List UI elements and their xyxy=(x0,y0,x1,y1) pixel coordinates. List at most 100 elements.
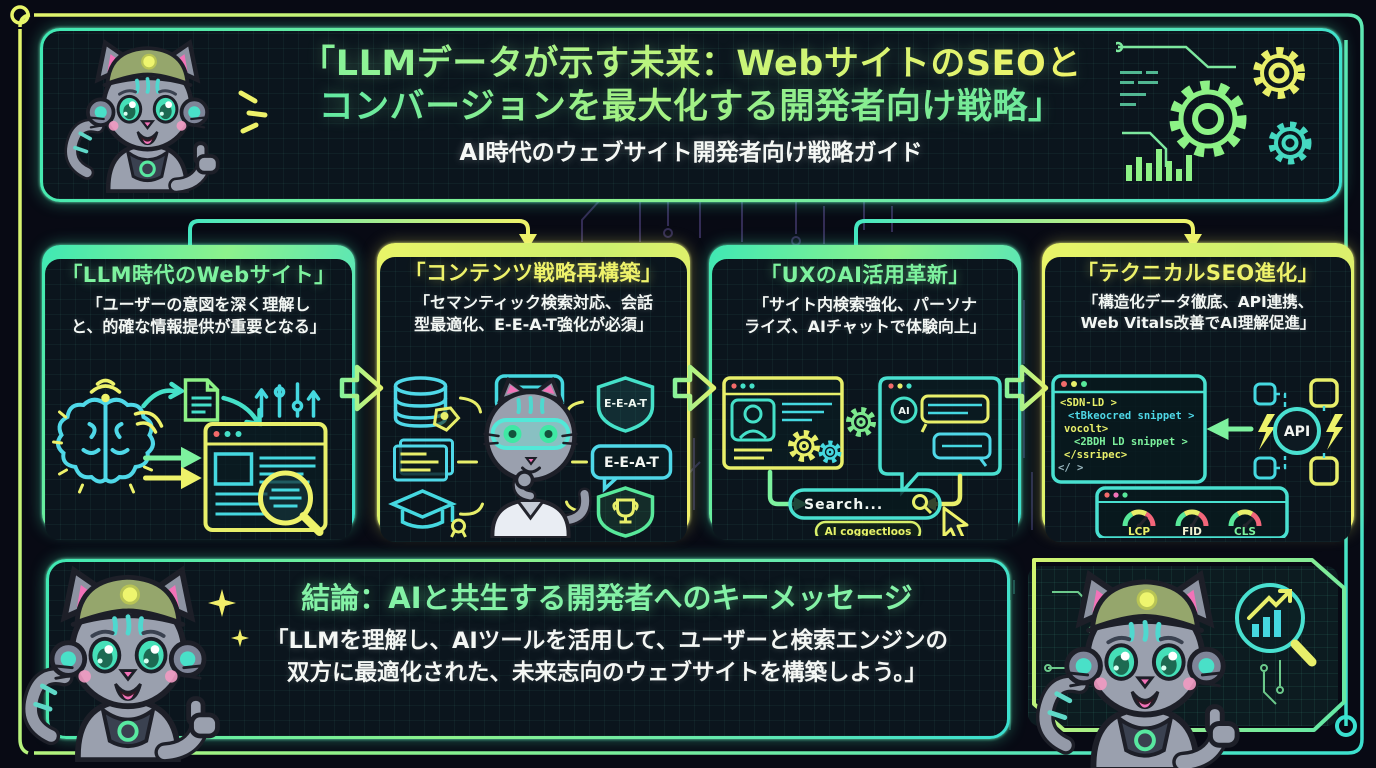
connector-box3-box4 xyxy=(854,219,1195,245)
box1-title: 「LLM時代のWebサイト」 xyxy=(61,263,336,287)
box2-title: 「コンテンツ戦略再構築」 xyxy=(404,261,663,285)
ai-chat-window-icon: AI xyxy=(878,376,1002,497)
gear-icon xyxy=(1253,47,1305,99)
eeat-bubble-label: E-E-A-T xyxy=(604,455,659,471)
box4-body-line1: 「構造化データ徹底、API連携、 xyxy=(1082,293,1314,311)
box3-title: 「UXのAI活用革新」 xyxy=(760,263,970,287)
wifi-signal-icon xyxy=(133,410,164,434)
api-label: API xyxy=(1284,424,1310,440)
main-title-line1: 「LLMデータが示す未来：WebサイトのSEOと xyxy=(261,43,1121,86)
conclusion-title: 結論：AIと共生する開発者へのキーメッセージ xyxy=(301,581,913,615)
flow-box-technical-seo: 「テクニカルSEO進化」 「構造化データ徹底、API連携、 Web Vitals… xyxy=(1042,243,1354,542)
cursor-icon xyxy=(942,506,969,536)
gear-icon xyxy=(788,430,820,462)
code-dashes xyxy=(1120,71,1158,106)
svg-text:FID: FID xyxy=(1182,526,1202,538)
api-hub-icon: API xyxy=(1253,378,1343,486)
code-line: vocolt> xyxy=(1064,423,1108,435)
search-placeholder: Search... xyxy=(804,497,883,513)
code-window: <SDN-LD > <tBkeocred snippet > vocolt> <… xyxy=(1051,374,1207,484)
excitement-marks-icon xyxy=(238,90,268,134)
eeat-bubble-icon: E-E-A-T xyxy=(590,444,673,493)
mini-bar-chart-icon xyxy=(1126,149,1192,181)
code-line: <tBkeocred snippet > xyxy=(1068,410,1194,422)
box1-body-line1: 「ユーザーの意図を深く理解し xyxy=(86,295,311,314)
box3-body-line1: 「サイト内検索強化、パーソナ xyxy=(752,295,977,314)
connector-arrowhead xyxy=(519,234,537,249)
conclusion-panel: 結論：AIと共生する開発者へのキーメッセージ 「LLMを理解し、AIツールを活用… xyxy=(46,559,1010,739)
mini-bar-chart-icon xyxy=(1252,610,1281,637)
conclusion-body-line1: 「LLMを理解し、AIツールを活用して、ユーザーと検索エンジンの xyxy=(265,628,949,654)
sparkle-icon xyxy=(208,589,249,647)
eeat-shield-icon: E-E-A-T xyxy=(596,376,655,433)
curved-arrow xyxy=(221,395,262,427)
magnifier-icon xyxy=(258,470,324,536)
gear-icon xyxy=(846,407,876,437)
circuit-trace xyxy=(1116,41,1236,167)
flow-box-llm-era: 「LLM時代のWebサイト」 「ユーザーの意図を深く理解し と、的確な情報提供が… xyxy=(42,245,355,540)
chart-magnifier-icon xyxy=(1235,583,1317,667)
code-line: <SDN-LD > xyxy=(1060,397,1117,409)
box4-title: 「テクニカルSEO進化」 xyxy=(1076,261,1320,285)
straight-arrow xyxy=(143,466,202,490)
bottom-right-panel xyxy=(1018,556,1348,736)
curved-arrow xyxy=(141,381,186,409)
scientist-cat xyxy=(483,376,592,538)
wifi-signal-icon xyxy=(89,378,122,403)
gear-icon xyxy=(818,440,842,464)
documents-icon xyxy=(393,438,454,482)
ai-suggestions-label: AI coggectloos xyxy=(825,526,912,536)
connector-box1-box2 xyxy=(188,219,530,245)
code-line: </ > xyxy=(1058,462,1083,474)
svg-text:CLS: CLS xyxy=(1234,526,1256,538)
box3-illustration: AI Search... xyxy=(722,376,1002,536)
main-title-line2: コンバージョンを最大化する開発者向け戦略」 xyxy=(261,86,1121,129)
brain-icon xyxy=(56,397,155,484)
box4-illustration: <SDN-LD > <tBkeocred snippet > vocolt> <… xyxy=(1051,374,1343,538)
eeat-shield-label: E-E-A-T xyxy=(604,397,648,410)
gauge-cls: CLS xyxy=(1228,509,1262,538)
straight-arrow xyxy=(143,446,202,470)
uptrend-arrow-icon xyxy=(1247,589,1292,620)
box2-body-line1: 「セマンティック検索対応、会話 xyxy=(413,293,654,312)
header-panel: 「LLMデータが示す未来：WebサイトのSEOと コンバージョンを最大化する開発… xyxy=(40,28,1342,202)
header-gears-decoration xyxy=(1116,41,1312,181)
gear-icon xyxy=(1268,121,1312,165)
bottom-right-cat-mascot xyxy=(1036,562,1254,768)
gauge-lcp: LCP xyxy=(1122,509,1156,538)
code-line: <2BDH LD snippet > xyxy=(1074,436,1188,448)
box2-illustration: E-E-A-T E-E-A-T xyxy=(388,374,673,538)
gauge-fid: FID xyxy=(1175,509,1209,538)
trophy-shield-icon xyxy=(596,486,655,538)
gear-icon xyxy=(1169,80,1247,158)
tag-icon xyxy=(432,406,461,432)
flow-arrow-3 xyxy=(1004,364,1049,412)
flow-arrow-2 xyxy=(672,364,717,412)
search-icon xyxy=(912,494,933,515)
code-line: </ssripec> xyxy=(1064,449,1127,461)
svg-text:LCP: LCP xyxy=(1128,526,1150,538)
flow-arrow-1 xyxy=(339,364,384,412)
flow-box-content-strategy: 「コンテンツ戦略再構築」 「セマンティック検索対応、会話 型最適化、E-E-A-… xyxy=(377,243,690,542)
ai-suggestions-pill: AI coggectloos xyxy=(814,520,922,536)
connector-arrowhead xyxy=(1184,234,1202,249)
box3-body-line2: ライズ、AIチャットで体験向上」 xyxy=(744,317,986,337)
box2-body-line2: 型最適化、E-E-A-T強化が必須」 xyxy=(414,315,653,335)
lightning-icon xyxy=(1258,414,1275,450)
header-titles: 「LLMデータが示す未来：WebサイトのSEOと コンバージョンを最大化する開発… xyxy=(261,43,1121,167)
left-arrow xyxy=(1206,417,1254,441)
document-icon xyxy=(183,378,220,422)
search-bar: Search... xyxy=(788,488,942,520)
ai-badge: AI xyxy=(898,406,909,417)
conclusion-body-line2: 双方に最適化された、未来志向のウェブサイトを構築しよう。」 xyxy=(287,659,927,686)
slider-controls-icon xyxy=(254,382,321,418)
web-vitals-gauges: LCP FID CLS xyxy=(1095,486,1289,538)
flow-box-ux-ai: 「UXのAI活用革新」 「サイト内検索強化、パーソナ ライズ、AIチャットで体験… xyxy=(709,245,1021,540)
header-subtitle: AI時代のウェブサイト開発者向け戦略ガイド xyxy=(459,140,923,167)
rosette-icon xyxy=(450,518,467,538)
profile-window-icon xyxy=(722,376,844,470)
lightning-icon xyxy=(1326,414,1343,450)
